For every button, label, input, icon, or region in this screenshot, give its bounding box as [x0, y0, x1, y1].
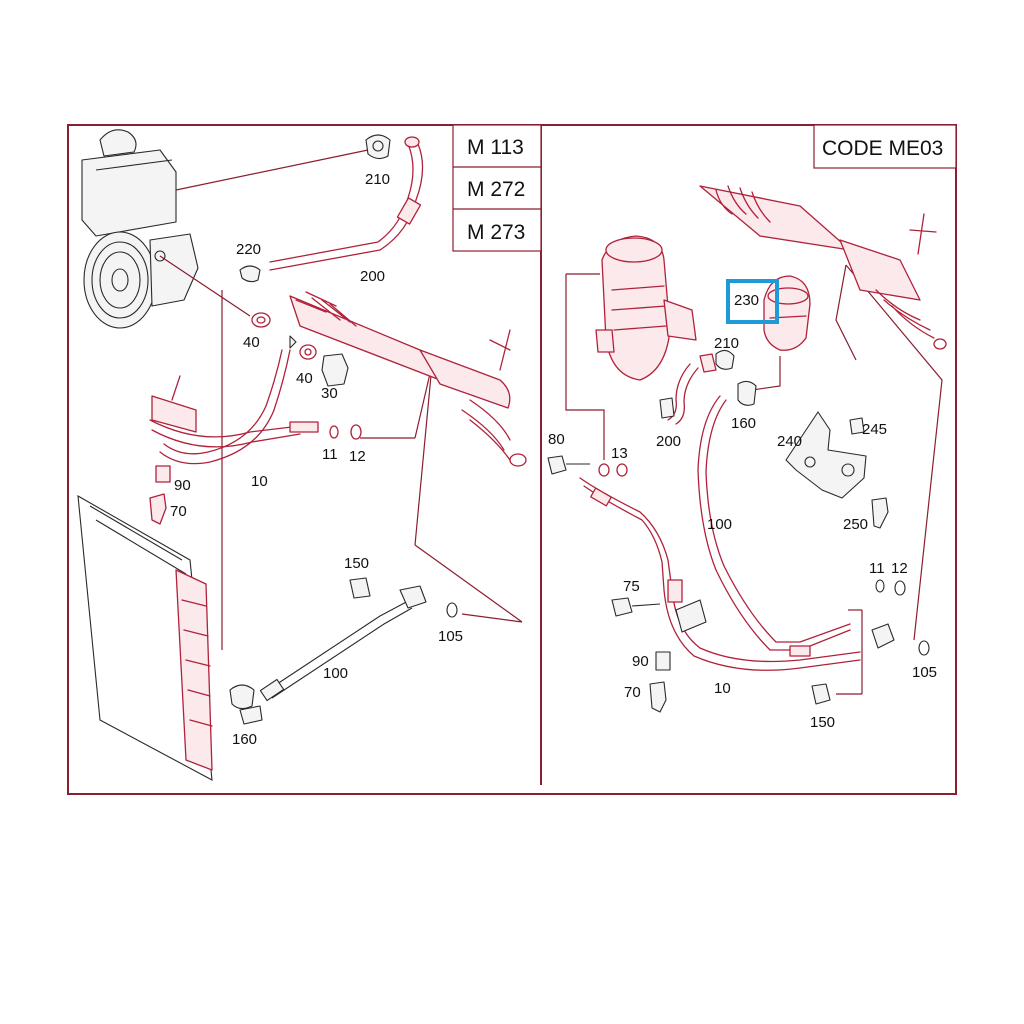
header-m272: M 272 [467, 178, 525, 201]
right-bolts-washers [547, 455, 930, 713]
right-lines-100-10 [579, 395, 895, 671]
right-label-230: 230 [734, 292, 759, 309]
right-label-210: 210 [714, 335, 739, 352]
right-label-105: 105 [912, 664, 937, 681]
right-bracket-240 [785, 411, 889, 529]
left-bolt-90-70 [149, 465, 171, 525]
header-code: CODE ME03 [822, 137, 943, 160]
left-callouts: 210 220 200 40 40 30 11 12 90 10 70 150 … [170, 171, 463, 748]
right-electro-pump [595, 235, 697, 381]
left-steering-rack [289, 291, 527, 467]
right-label-11: 11 [869, 560, 885, 577]
left-label-160: 160 [232, 731, 257, 748]
right-label-245: 245 [862, 421, 887, 438]
right-label-100: 100 [707, 516, 732, 533]
right-reservoir-230 [763, 275, 811, 351]
right-leader-lines [565, 264, 943, 695]
left-label-90: 90 [174, 477, 191, 494]
left-label-70: 70 [170, 503, 187, 520]
right-label-150: 150 [810, 714, 835, 731]
right-clamps-210-160 [715, 349, 757, 406]
right-label-240: 240 [777, 433, 802, 450]
left-label-30: 30 [321, 385, 338, 402]
right-label-70: 70 [624, 684, 641, 701]
left-label-220: 220 [236, 241, 261, 258]
right-hose-200 [659, 353, 717, 425]
left-label-40b: 40 [296, 370, 313, 387]
header-m273: M 273 [467, 221, 525, 244]
left-label-200: 200 [360, 268, 385, 285]
right-label-75: 75 [623, 578, 640, 595]
left-radiator [77, 494, 213, 781]
code-box: CODE ME03 [813, 124, 957, 169]
header-m113: M 113 [467, 136, 524, 159]
right-label-160: 160 [731, 415, 756, 432]
left-clamp-220 [239, 265, 261, 283]
engine-code-table: M 113 M 272 M 273 [452, 124, 542, 252]
right-label-10: 10 [714, 680, 731, 697]
left-label-40a: 40 [243, 334, 260, 351]
highlight-box-230 [726, 279, 779, 324]
left-label-100: 100 [323, 665, 348, 682]
right-steering-rack [699, 185, 947, 350]
left-label-150: 150 [344, 555, 369, 572]
left-washers-40-30 [251, 312, 349, 387]
right-label-90: 90 [632, 653, 649, 670]
right-label-250: 250 [843, 516, 868, 533]
left-label-210: 210 [365, 171, 390, 188]
right-label-12: 12 [891, 560, 908, 577]
right-label-80: 80 [548, 431, 565, 448]
left-leader-lines [159, 149, 523, 650]
left-label-11: 11 [322, 446, 338, 463]
left-pressure-line-10 [149, 349, 362, 465]
right-label-13: 13 [611, 445, 628, 462]
left-label-12: 12 [349, 448, 366, 465]
left-clamp-210 [365, 134, 391, 160]
left-return-line-100 [229, 577, 458, 725]
left-label-10: 10 [251, 473, 268, 490]
right-callouts: 230 210 200 160 80 13 240 245 100 250 75… [548, 279, 937, 731]
left-reservoir-pump [81, 129, 199, 329]
left-hose-200 [269, 136, 424, 271]
right-label-200: 200 [656, 433, 681, 450]
left-label-105: 105 [438, 628, 463, 645]
